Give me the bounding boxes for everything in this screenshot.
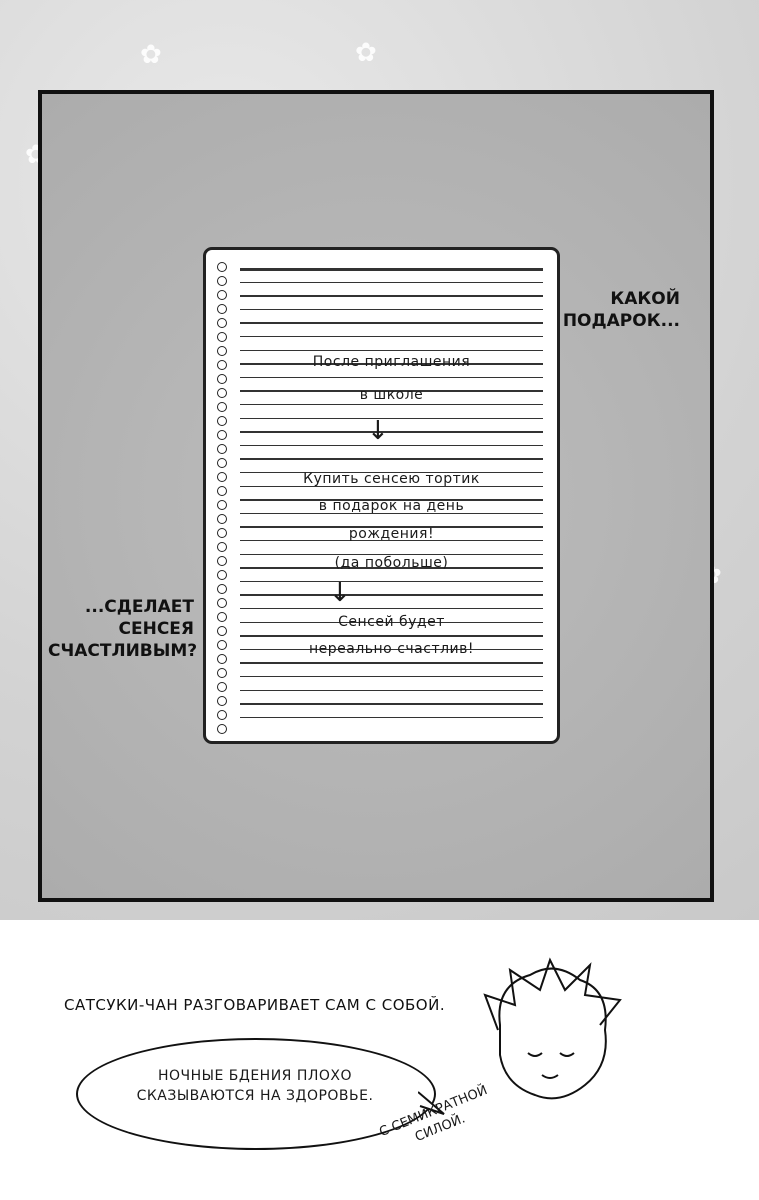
- spiral-hole-icon: [217, 262, 227, 272]
- spiral-hole-icon: [217, 318, 227, 328]
- ruled-line: [240, 648, 543, 651]
- down-arrow-icon: ↓: [367, 416, 389, 446]
- spiral-hole-icon: [217, 668, 227, 678]
- happy-thought-text: ...СДЕЛАЕТ СЕНСЕЯ СЧАСТЛИВЫМ?: [48, 596, 198, 662]
- spiral-hole-icon: [217, 374, 227, 384]
- ruled-line: [240, 512, 543, 515]
- ruled-line: [240, 458, 543, 460]
- spiral-hole-icon: [217, 682, 227, 692]
- spiral-hole-icon: [217, 542, 227, 552]
- ruled-line: [240, 417, 543, 419]
- ruled-line: [240, 472, 543, 474]
- spiral-hole-icon: [217, 584, 227, 594]
- ruled-line: [240, 662, 543, 664]
- notebook-page: После приглашения в школе ↓ Купить сенсе…: [203, 247, 560, 744]
- note-line: (да побольше): [334, 555, 449, 571]
- ruled-line: [240, 594, 543, 596]
- gift-thought-line: КАКОЙ: [610, 289, 680, 309]
- ruled-line: [240, 431, 543, 433]
- speech-bubble-tail: [418, 1091, 445, 1115]
- spiral-hole-icon: [217, 332, 227, 342]
- down-arrow-icon: ↓: [329, 578, 351, 608]
- ruled-line: [240, 553, 543, 555]
- spiral-hole-icon: [217, 640, 227, 650]
- ruled-line: [240, 676, 543, 678]
- ruled-line: [240, 308, 543, 311]
- ruled-line: [240, 635, 543, 637]
- spiral-hole-icon: [217, 500, 227, 510]
- ruled-line: [240, 349, 543, 351]
- spiral-hole-icon: [217, 514, 227, 524]
- gift-thought-text: КАКОЙ ПОДАРОК...: [560, 288, 680, 332]
- spiral-hole-icon: [217, 570, 227, 580]
- happy-thought-line: СЕНСЕЯ: [118, 619, 195, 639]
- happy-thought-line: СЧАСТЛИВЫМ?: [48, 641, 198, 661]
- spiral-hole-icon: [217, 276, 227, 286]
- spiral-hole-icon: [217, 696, 227, 706]
- ruled-line: [240, 376, 543, 379]
- ruled-line: [240, 363, 543, 365]
- spiral-hole-icon: [217, 360, 227, 370]
- ruled-line: [240, 404, 543, 406]
- gift-thought-line: ПОДАРОК...: [562, 311, 680, 331]
- ruled-line: [240, 580, 543, 583]
- spiral-hole-icon: [217, 430, 227, 440]
- spiral-hole-icon: [217, 612, 227, 622]
- flower-decoration-icon: ✿: [140, 40, 162, 70]
- flower-decoration-icon: ✿: [355, 38, 377, 68]
- spiral-hole-icon: [217, 472, 227, 482]
- ruled-line: [240, 526, 543, 528]
- ruled-line: [240, 499, 543, 501]
- note-line: Сенсей будет: [338, 614, 445, 630]
- speech-line: НОЧНЫЕ БДЕНИЯ ПЛОХО: [157, 1068, 353, 1084]
- character-face-drawing: [483, 957, 622, 1100]
- spiral-hole-icon: [217, 598, 227, 608]
- ruled-line: [240, 567, 543, 569]
- ruled-line: [240, 336, 543, 338]
- spiral-hole-icon: [217, 444, 227, 454]
- happy-thought-line: ...СДЕЛАЕТ: [84, 597, 194, 617]
- ruled-line: [240, 540, 543, 542]
- speech-text: НОЧНЫЕ БДЕНИЯ ПЛОХО СКАЗЫВАЮТСЯ НА ЗДОРО…: [110, 1066, 400, 1106]
- note-line: Купить сенсею тортик: [303, 471, 480, 487]
- spiral-hole-icon: [217, 626, 227, 636]
- spiral-hole-icon: [217, 388, 227, 398]
- spiral-hole-icon: [217, 416, 227, 426]
- ruled-line: [240, 485, 543, 487]
- spiral-hole-icon: [217, 486, 227, 496]
- note-line: После приглашения: [312, 354, 471, 370]
- ruled-line: [240, 716, 543, 719]
- note-line: нереально счастлив!: [308, 641, 475, 657]
- spiral-hole-icon: [217, 528, 227, 538]
- speech-bubble: [76, 1038, 436, 1150]
- note-line: в школе: [359, 387, 424, 403]
- note-line: в подарок на день: [318, 498, 465, 514]
- ruled-line: [240, 268, 543, 271]
- spiral-hole-icon: [217, 346, 227, 356]
- ruled-line: [240, 281, 543, 283]
- ruled-line: [240, 295, 543, 297]
- caption-text: САТСУКИ-ЧАН РАЗГОВАРИВАЕТ САМ С СОБОЙ.: [64, 996, 446, 1014]
- ruled-line: [240, 322, 543, 324]
- spiral-hole-icon: [217, 290, 227, 300]
- spiral-hole-icon: [217, 458, 227, 468]
- ruled-line: [240, 703, 543, 705]
- ruled-line: [240, 621, 543, 623]
- ruled-line: [240, 608, 543, 610]
- spiral-hole-icon: [217, 304, 227, 314]
- spiral-hole-icon: [217, 654, 227, 664]
- ruled-line: [240, 390, 543, 392]
- spiral-hole-icon: [217, 402, 227, 412]
- spiral-hole-icon: [217, 710, 227, 720]
- ruled-line: [240, 444, 543, 447]
- speech-line: СКАЗЫВАЮТСЯ НА ЗДОРОВЬЕ.: [136, 1088, 374, 1104]
- spiral-hole-icon: [217, 556, 227, 566]
- note-line: рождения!: [348, 526, 435, 542]
- spiral-hole-icon: [217, 724, 227, 734]
- ruled-line: [240, 689, 543, 691]
